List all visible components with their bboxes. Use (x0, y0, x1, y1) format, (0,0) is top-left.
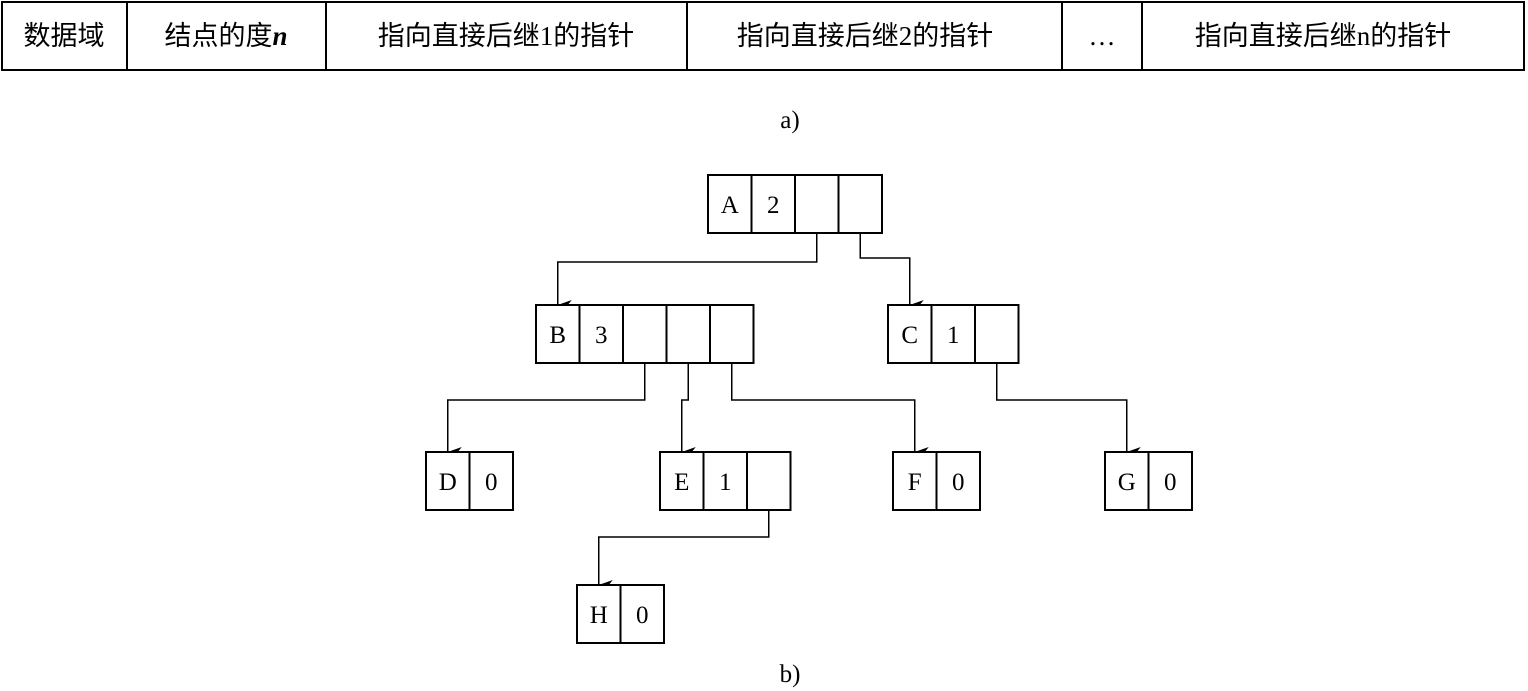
pointer-cell (974, 304, 1020, 364)
field-degree-label: 结点的度 (164, 21, 272, 51)
pointer-cell (794, 174, 840, 234)
caption-b: b) (780, 661, 801, 688)
caption-a: a) (780, 107, 799, 134)
node-degree: 1 (947, 322, 960, 349)
degree-cell (619, 584, 665, 644)
degree-cell (1147, 451, 1193, 511)
node-label: C (901, 322, 918, 349)
node-degree: 0 (636, 602, 649, 629)
pointer-cell (665, 304, 711, 364)
field-pointer-2: 指向直接后继2的指针 (737, 21, 994, 51)
pointer-arrow-b-e (681, 330, 696, 457)
node-structure-border (1, 1, 1525, 71)
node-label: A (721, 192, 739, 219)
degree-variable: n (272, 21, 287, 51)
data-cell (707, 174, 753, 234)
data-cell (887, 304, 933, 364)
node-label: G (1118, 469, 1136, 496)
degree-cell (930, 304, 976, 364)
pointer-cell (622, 304, 668, 364)
node-degree: 0 (485, 469, 498, 496)
data-cell (576, 584, 622, 644)
node-label: B (549, 322, 566, 349)
degree-cell (702, 451, 748, 511)
degree-cell (935, 451, 981, 511)
degree-cell (578, 304, 624, 364)
pointer-cell (837, 174, 883, 234)
node-label: E (674, 469, 689, 496)
field-data: 数据域 (24, 21, 105, 51)
pointer-cell (709, 304, 755, 364)
node-structure-table: 数据域 结点的度n 指向直接后继1的指针 指向直接后继2的指针 … 指向直接后继… (1, 1, 1525, 134)
data-cell (1104, 451, 1150, 511)
node-label: H (590, 602, 608, 629)
data-cell (659, 451, 705, 511)
data-cell (535, 304, 581, 364)
node-degree: 0 (952, 469, 965, 496)
pointer-arrow-b-d (447, 330, 646, 457)
pointer-arrow-b-f (731, 330, 929, 457)
degree-cell (468, 451, 514, 511)
node-label: D (439, 469, 457, 496)
node-degree: 0 (1164, 469, 1177, 496)
pointer-cell (746, 451, 792, 511)
node-degree: 2 (767, 192, 780, 219)
degree-cell (750, 174, 796, 234)
node-label: F (908, 469, 922, 496)
field-ellipsis: … (1089, 21, 1116, 51)
node-degree: 3 (595, 322, 608, 349)
field-pointer-n: 指向直接后继n的指针 (1195, 21, 1452, 51)
field-degree: 结点的度n (164, 21, 287, 51)
node-degree: 1 (719, 469, 732, 496)
pointer-arrow-c-g (996, 330, 1141, 457)
field-pointer-1: 指向直接后继1的指针 (378, 21, 635, 51)
